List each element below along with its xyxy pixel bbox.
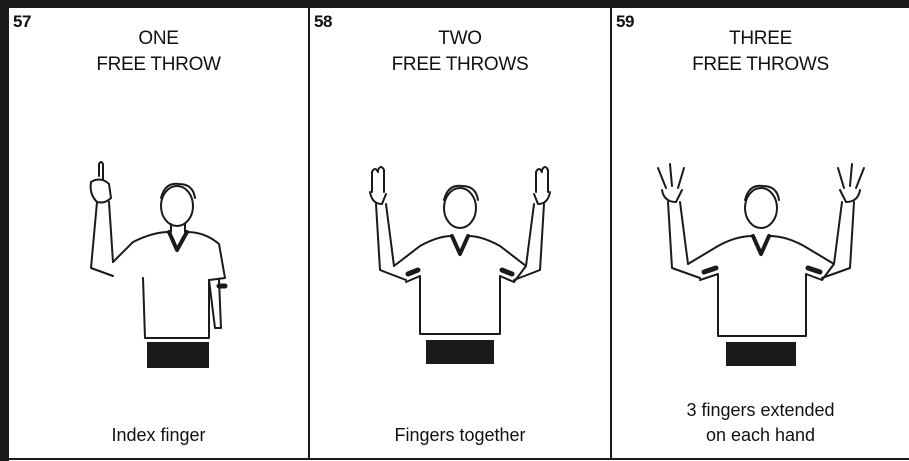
referee-two-free-throws-icon <box>310 158 610 378</box>
signal-title-line-1: TWO <box>310 26 610 52</box>
referee-three-free-throws-icon <box>612 158 909 378</box>
signal-caption-line-2: on each hand <box>612 423 909 448</box>
signal-title-line-2: FREE THROWS <box>612 52 909 78</box>
signal-title-line-2: FREE THROW <box>9 52 308 78</box>
signal-caption-line-1: 3 fingers extended <box>612 398 909 423</box>
signal-caption: Fingers together <box>310 423 610 448</box>
bottom-border <box>0 458 909 460</box>
signal-title-line-1: THREE <box>612 26 909 52</box>
signal-panel-57: 57 ONE FREE THROW <box>9 8 310 458</box>
signal-title: TWO FREE THROWS <box>310 26 610 78</box>
top-border <box>0 0 909 8</box>
signal-caption-line-1: Fingers together <box>310 423 610 448</box>
signal-caption: 3 fingers extended on each hand <box>612 398 909 448</box>
signal-panel-59: 59 THREE FREE THROWS <box>612 8 909 458</box>
left-border <box>0 0 9 461</box>
signal-title-line-1: ONE <box>9 26 308 52</box>
signal-title-line-2: FREE THROWS <box>310 52 610 78</box>
signal-title: THREE FREE THROWS <box>612 26 909 78</box>
signal-caption: Index finger <box>9 423 308 448</box>
referee-one-free-throw-icon <box>9 158 308 378</box>
signal-caption-line-1: Index finger <box>9 423 308 448</box>
signal-panel-58: 58 TWO FREE THROWS <box>310 8 612 458</box>
signal-title: ONE FREE THROW <box>9 26 308 78</box>
